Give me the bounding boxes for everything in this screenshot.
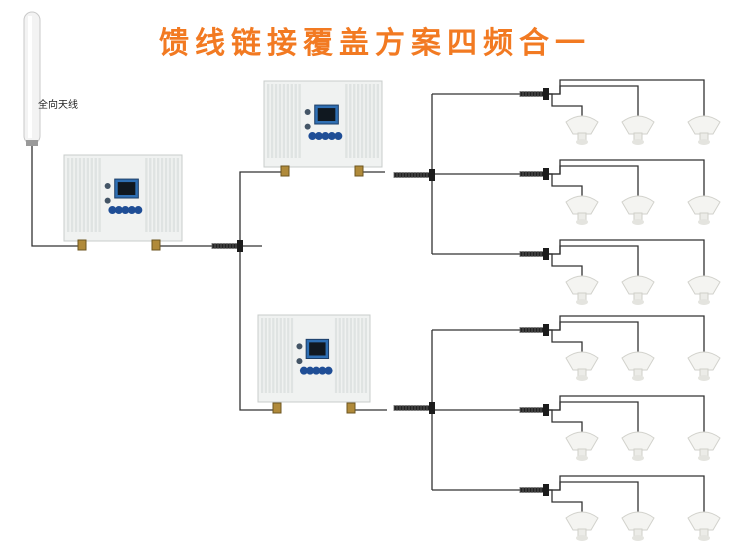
- feeder-cable: [546, 329, 583, 354]
- feeder-cable: [546, 409, 583, 434]
- ceiling-antennas: [565, 115, 721, 541]
- splitters: [211, 88, 549, 496]
- splitter-icon: [211, 240, 243, 252]
- repeater-button: [308, 132, 317, 141]
- feeder-cable: [546, 79, 705, 118]
- feeder-cable: [546, 253, 583, 278]
- feeder-cable: [546, 173, 583, 198]
- ceiling-antenna-icon: [565, 351, 599, 381]
- repeater-button: [334, 132, 343, 141]
- n-connector: [151, 239, 161, 251]
- ceiling-antenna-icon: [687, 431, 721, 461]
- ceiling-antenna-icon: [621, 275, 655, 305]
- repeater-button: [127, 206, 136, 215]
- repeater-button: [306, 366, 315, 375]
- repeater-icon: [63, 154, 183, 242]
- ceiling-antenna-icon: [687, 275, 721, 305]
- repeater-button: [327, 132, 336, 141]
- repeater-button: [324, 366, 333, 375]
- feeder-cable: [546, 489, 583, 514]
- repeater-icon: [263, 80, 383, 168]
- splitter-icon: [519, 88, 549, 100]
- n-connector: [354, 165, 364, 177]
- splitter-icon: [519, 484, 549, 496]
- feeder-cable: [239, 171, 285, 246]
- repeater-button: [108, 206, 117, 215]
- splitter-icon: [393, 169, 435, 181]
- repeater-button: [312, 366, 321, 375]
- feeder-cable: [546, 239, 705, 278]
- ceiling-antenna-icon: [565, 195, 599, 225]
- repeater-button: [134, 206, 143, 215]
- splitter-icon: [393, 402, 435, 414]
- ceiling-antenna-icon: [621, 195, 655, 225]
- ceiling-antenna-icon: [621, 511, 655, 541]
- ceiling-antenna-icon: [687, 351, 721, 381]
- repeater-button: [318, 366, 327, 375]
- repeater-button: [114, 206, 123, 215]
- diagram-title: 馈线链接覆盖方案四频合一: [159, 26, 591, 61]
- feeder-cable: [546, 395, 705, 434]
- splitter-icon: [519, 168, 549, 180]
- n-connector: [346, 402, 356, 414]
- omni-antenna-label: 全向天线: [38, 100, 78, 111]
- repeater-button: [321, 132, 330, 141]
- n-connector: [280, 165, 290, 177]
- ceiling-antenna-icon: [565, 511, 599, 541]
- feeder-cable: [546, 159, 705, 198]
- ceiling-antenna-icon: [621, 351, 655, 381]
- feeder-cable: [239, 246, 277, 411]
- ceiling-antenna-icon: [565, 115, 599, 145]
- ceiling-antenna-icon: [687, 195, 721, 225]
- feeder-cable: [546, 315, 705, 354]
- repeater-button: [314, 132, 323, 141]
- splitter-icon: [519, 248, 549, 260]
- ceiling-antenna-icon: [687, 115, 721, 145]
- feeder-cable: [546, 475, 705, 514]
- omni-antenna-icon: [23, 11, 41, 146]
- ceiling-antenna-icon: [621, 431, 655, 461]
- splitter-icon: [519, 404, 549, 416]
- feeder-cable: [31, 146, 82, 247]
- repeaters: [63, 80, 383, 414]
- feeder-cable: [546, 93, 583, 118]
- repeater-button: [299, 366, 308, 375]
- repeater-button: [121, 206, 130, 215]
- feeder-cables: [31, 79, 705, 514]
- ceiling-antenna-icon: [621, 115, 655, 145]
- ceiling-antenna-icon: [565, 275, 599, 305]
- repeater-icon: [257, 314, 371, 403]
- ceiling-antenna-icon: [687, 511, 721, 541]
- ceiling-antenna-icon: [565, 431, 599, 461]
- n-connector: [77, 239, 87, 251]
- splitter-icon: [519, 324, 549, 336]
- n-connector: [272, 402, 282, 414]
